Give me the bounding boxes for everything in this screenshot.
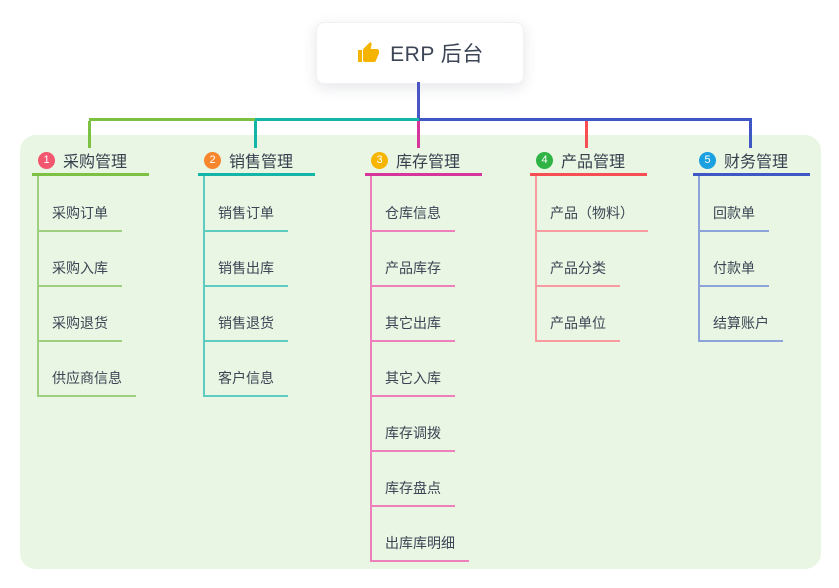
node-product-stock[interactable]: 产品库存 (370, 259, 455, 287)
branch-underline (198, 173, 315, 176)
node-stock-taking[interactable]: 库存盘点 (370, 479, 455, 507)
branch-purchase-header[interactable]: 1 采购管理 (38, 148, 127, 172)
node-supplier-info[interactable]: 供应商信息 (37, 369, 136, 397)
branch-title: 产品管理 (561, 154, 626, 171)
root-node-erp[interactable]: ERP 后台 (316, 22, 524, 84)
node-product-unit[interactable]: 产品单位 (535, 314, 620, 342)
branch-underline (32, 173, 149, 176)
connector-drop-branch-2 (254, 121, 257, 148)
node-sales-return[interactable]: 销售退货 (203, 314, 288, 342)
branch-number-badge: 2 (204, 151, 221, 169)
branch-underline (365, 173, 482, 176)
node-product-material[interactable]: 产品（物料） (535, 204, 648, 232)
branch-number-badge: 4 (536, 151, 553, 169)
branch-number-badge: 5 (699, 151, 716, 169)
connector-drop-branch-1 (88, 121, 91, 148)
node-purchase-order[interactable]: 采购订单 (37, 204, 122, 232)
connector-drop-branch-5 (749, 121, 752, 148)
node-other-outbound[interactable]: 其它出库 (370, 314, 455, 342)
branch-inventory-header[interactable]: 3 库存管理 (371, 148, 460, 172)
node-stock-transfer[interactable]: 库存调拨 (370, 424, 455, 452)
branch-purchase: 1 采购管理 采购订单 采购入库 采购退货 供应商信息 (32, 0, 192, 588)
branch-product: 4 产品管理 产品（物料） 产品分类 产品单位 (530, 0, 690, 588)
branch-title: 销售管理 (229, 154, 294, 171)
node-purchase-inbound[interactable]: 采购入库 (37, 259, 122, 287)
node-other-inbound[interactable]: 其它入库 (370, 369, 455, 397)
branch-finance: 5 财务管理 回款单 付款单 结算账户 (693, 0, 839, 588)
branch-title: 财务管理 (724, 154, 789, 171)
branch-sales-header[interactable]: 2 销售管理 (204, 148, 293, 172)
node-outbound-detail[interactable]: 出库库明细 (370, 534, 469, 562)
branch-title: 库存管理 (396, 154, 461, 171)
node-warehouse-info[interactable]: 仓库信息 (370, 204, 455, 232)
node-customer-info[interactable]: 客户信息 (203, 369, 288, 397)
node-sales-order[interactable]: 销售订单 (203, 204, 288, 232)
connector-horizontal-branch-5 (419, 118, 752, 121)
branch-trunk-line (535, 176, 537, 342)
branch-product-header[interactable]: 4 产品管理 (536, 148, 625, 172)
connector-drop-branch-3 (417, 121, 420, 148)
branch-underline (693, 173, 810, 176)
branch-trunk-line (698, 176, 700, 342)
connector-horizontal-branch-1 (89, 118, 255, 121)
connector-root-drop (417, 82, 420, 118)
connector-drop-branch-4 (585, 121, 588, 148)
root-node-title: ERP 后台 (390, 43, 484, 66)
branch-sales: 2 销售管理 销售订单 销售出库 销售退货 客户信息 (198, 0, 358, 588)
branch-title: 采购管理 (63, 154, 128, 171)
node-payment-bill[interactable]: 付款单 (698, 259, 769, 287)
node-purchase-return[interactable]: 采购退货 (37, 314, 122, 342)
branch-trunk-line (370, 176, 372, 562)
node-product-category[interactable]: 产品分类 (535, 259, 620, 287)
node-receipt-bill[interactable]: 回款单 (698, 204, 769, 232)
branches-background-panel (20, 135, 821, 569)
node-settlement-account[interactable]: 结算账户 (698, 314, 783, 342)
thumbs-up-icon (358, 42, 380, 62)
branch-inventory: 3 库存管理 仓库信息 产品库存 其它出库 其它入库 库存调拨 库存盘点 出库库… (365, 0, 525, 588)
branch-number-badge: 1 (38, 151, 55, 169)
connector-horizontal-branch-2 (255, 118, 419, 121)
node-sales-outbound[interactable]: 销售出库 (203, 259, 288, 287)
branch-finance-header[interactable]: 5 财务管理 (699, 148, 788, 172)
branch-underline (530, 173, 647, 176)
branch-number-badge: 3 (371, 151, 388, 169)
